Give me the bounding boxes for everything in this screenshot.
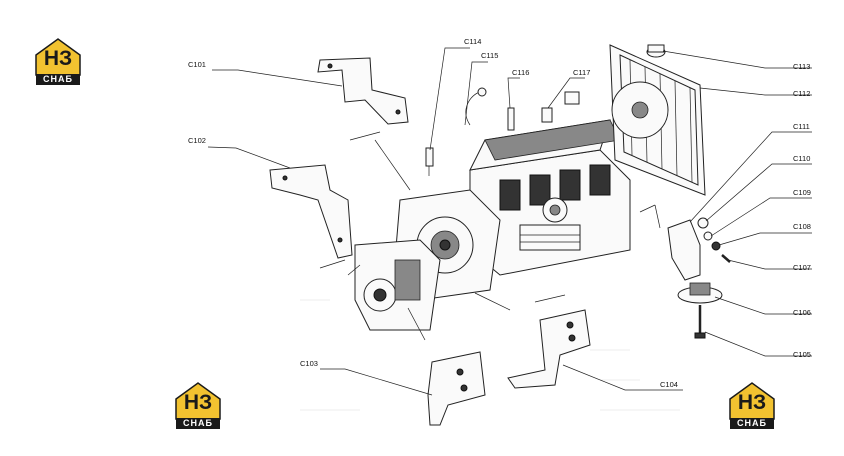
engine-block	[469, 119, 631, 276]
radiator-cap	[646, 44, 666, 58]
exploded-guide-lines	[319, 131, 661, 341]
callout-c117: C117	[547, 68, 590, 109]
callout-label-c101: C101	[188, 60, 206, 69]
callout-label-c112: C112	[793, 89, 810, 98]
bracket-c104	[507, 309, 591, 389]
callout-c106: C106	[714, 296, 812, 317]
callout-c102: C102	[188, 136, 291, 169]
callout-label-c103: C103	[300, 359, 318, 368]
callout-label-c117: C117	[573, 68, 590, 77]
bracket-c111	[667, 219, 701, 281]
callout-label-c115: C115	[481, 51, 498, 60]
callout-c114: C114	[429, 37, 481, 151]
callout-label-c114: C114	[464, 37, 481, 46]
sensor-c115	[465, 87, 487, 126]
callout-label-c106: C106	[793, 308, 811, 317]
callout-c107: C107	[727, 259, 812, 272]
bracket-c102	[269, 164, 353, 259]
bolt-c105	[694, 305, 706, 339]
logo-word: СНАБ	[730, 418, 774, 429]
engine-mount-c106	[677, 282, 723, 304]
callout-c103: C103	[300, 359, 433, 396]
washer-c109	[703, 231, 713, 241]
transmission-unit	[354, 239, 441, 331]
brand-logo-bottom-right: HЗ СНАБ	[726, 379, 778, 431]
callout-label-c109: C109	[793, 188, 811, 197]
callout-c108: C108	[718, 222, 812, 246]
callout-c111: C111	[689, 122, 812, 223]
logo-house-icon	[175, 382, 221, 420]
callout-c105: C105	[704, 331, 812, 359]
sensor-c117	[541, 91, 580, 123]
callout-label-c113: C113	[793, 62, 810, 71]
callout-c113: C113	[662, 50, 812, 71]
washer-c108	[711, 241, 721, 251]
bolt-c107	[721, 254, 731, 263]
logo-house-icon	[729, 382, 775, 420]
callout-label-c107: C107	[793, 263, 811, 272]
logo-word: СНАБ	[36, 74, 80, 85]
callout-label-c104: C104	[660, 380, 678, 389]
bracket-c103	[427, 351, 486, 426]
radiator	[609, 44, 706, 196]
callout-label-c110: C110	[793, 154, 810, 163]
logo-house-icon	[35, 38, 81, 76]
callout-c112: C112	[699, 87, 812, 98]
callout-label-c105: C105	[793, 350, 811, 359]
callout-label-c108: C108	[793, 222, 811, 231]
background-ghost-marks	[300, 299, 680, 411]
callout-c110: C110	[705, 154, 812, 222]
logo-mark: HЗ	[43, 47, 73, 70]
nut-c110	[697, 217, 709, 229]
callout-c101: C101	[188, 60, 343, 87]
brand-logo-top-left: HЗ СНАБ	[32, 35, 84, 87]
brand-logo-bottom-left: HЗ СНАБ	[172, 379, 224, 431]
sensor-c116	[507, 107, 515, 131]
callout-label-c111: C111	[793, 122, 810, 131]
logo-mark: HЗ	[737, 391, 767, 414]
callout-c116: C116	[507, 68, 529, 109]
callout-c115: C115	[464, 51, 498, 126]
callout-label-c102: C102	[188, 136, 206, 145]
logo-word: СНАБ	[176, 418, 220, 429]
callout-c104: C104	[562, 364, 683, 391]
sensor-c114	[425, 147, 434, 176]
bracket-c101	[317, 57, 409, 125]
callout-c109: C109	[710, 188, 812, 237]
logo-mark: HЗ	[183, 391, 213, 414]
callout-label-c116: C116	[512, 68, 529, 77]
